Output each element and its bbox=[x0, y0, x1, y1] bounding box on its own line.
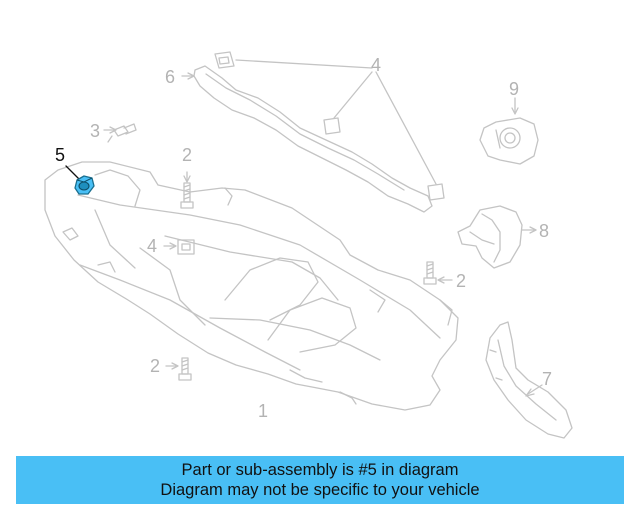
callout-5: 5 bbox=[55, 145, 66, 165]
banner-line-disclaimer: Diagram may not be specific to your vehi… bbox=[160, 481, 480, 499]
callout-2-bottom: 2 bbox=[150, 356, 161, 376]
callout-9: 9 bbox=[509, 79, 520, 99]
part-1-under-cover bbox=[44, 161, 459, 411]
callout-8: 8 bbox=[539, 221, 550, 241]
part-4-clip-upper bbox=[214, 51, 445, 201]
callout-3: 3 bbox=[90, 121, 101, 141]
part-5-nut[interactable] bbox=[74, 175, 95, 195]
part-3-screw bbox=[103, 123, 137, 143]
banner-line-part: Part or sub-assembly is #5 in diagram bbox=[181, 461, 459, 479]
part-9-mount bbox=[479, 97, 539, 165]
callout-1: 1 bbox=[258, 401, 269, 421]
parts-diagram bbox=[44, 51, 573, 439]
part-2-bolt-right bbox=[423, 261, 453, 285]
part-4-clip-center bbox=[163, 239, 195, 255]
part-6-bracket bbox=[181, 65, 433, 213]
part-8-deflector bbox=[457, 205, 537, 269]
callout-4-center: 4 bbox=[147, 236, 158, 256]
callout-7: 7 bbox=[542, 369, 553, 389]
info-banner: Part or sub-assembly is #5 in diagram Di… bbox=[16, 456, 624, 504]
callout-2-right: 2 bbox=[456, 271, 467, 291]
callout-2-top: 2 bbox=[182, 145, 193, 165]
callout-6: 6 bbox=[165, 67, 176, 87]
part-4-leader-lines bbox=[235, 59, 437, 185]
part-2-bolt-top bbox=[180, 171, 194, 209]
callout-4-upper: 4 bbox=[371, 55, 382, 75]
part-7-side-shield bbox=[485, 321, 573, 439]
part-2-bolt-bottom bbox=[165, 357, 192, 381]
